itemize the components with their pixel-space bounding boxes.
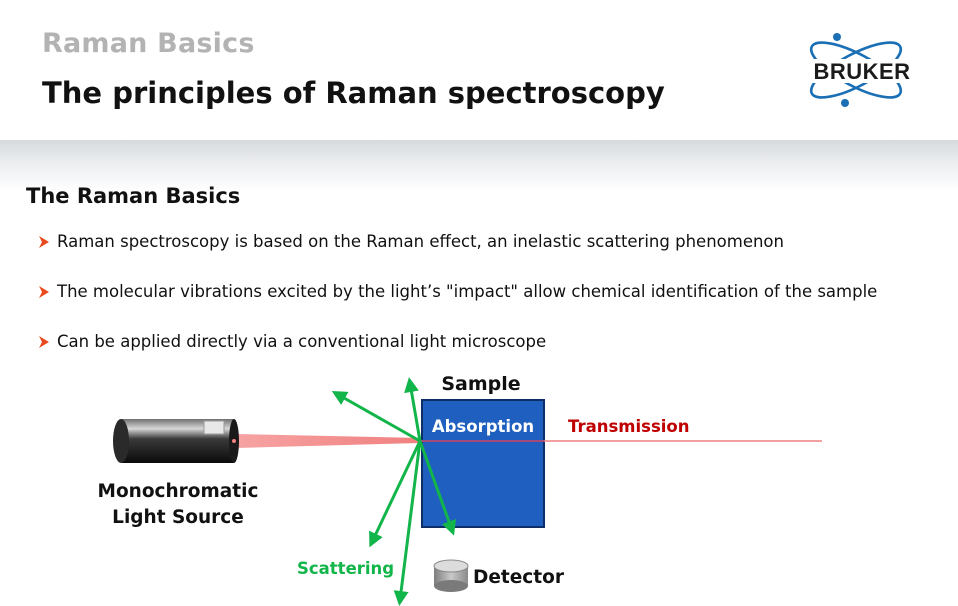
slide-supertitle: Raman Basics [42,28,255,59]
scattering-label: Scattering [297,559,394,578]
section-title: The Raman Basics [26,184,241,208]
bullet-text: The molecular vibrations excited by the … [57,282,878,301]
slide-title: The principles of Raman spectroscopy [42,76,665,110]
slide-header: Raman Basics The principles of Raman spe… [0,0,958,150]
bullet-text: Can be applied directly via a convention… [57,332,547,351]
detector-label: Detector [473,567,565,588]
bruker-atom-logo-icon: BRUKER [800,33,926,107]
source-label-line2: Light Source [112,507,244,528]
bullet-arrow-icon [39,236,49,248]
source-label-line1: Monochromatic [98,481,259,502]
bullet-arrow-icon [39,336,49,348]
scatter-arrow [369,440,422,548]
absorption-label: Absorption [432,417,534,436]
bruker-logo-text: BRUKER [813,59,910,84]
header-divider-shade [0,140,958,192]
bullet-text: Raman spectroscopy is based on the Raman… [57,232,784,251]
transmission-label: Transmission [568,417,690,436]
scatter-arrow [418,440,457,536]
light-source-cylinder-icon [113,419,239,463]
scatter-arrow [331,391,421,443]
laser-beam [236,434,420,448]
bullet-arrow-icon [39,286,49,298]
scatter-arrow [393,440,422,606]
scatter-arrow [404,377,422,442]
detector-icon [433,559,469,592]
raman-diagram: Sample Absorption Transmission Monochrom… [98,373,822,606]
sample-label: Sample [441,373,520,395]
